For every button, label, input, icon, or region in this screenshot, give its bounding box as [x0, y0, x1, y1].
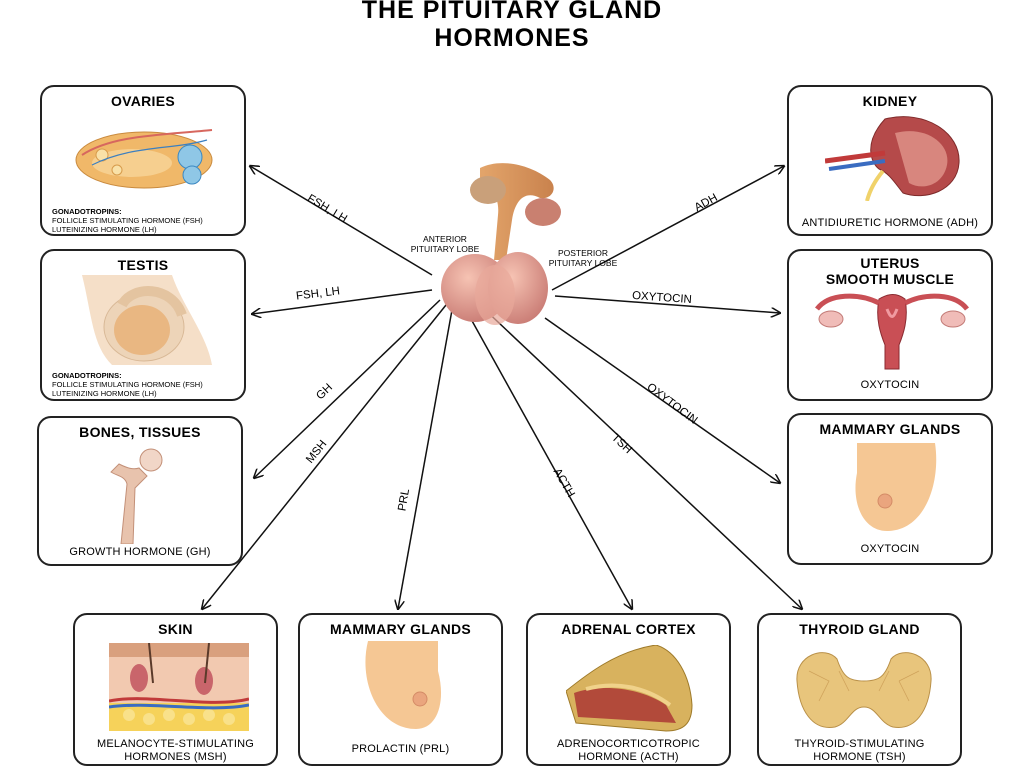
arrow-bones [254, 299, 441, 478]
uterus-title-line2: SMOOTH MUSCLE [825, 271, 955, 287]
testis-box: TESTIS GONADOTROPINS: FOLLICLE STIMULATI… [40, 249, 246, 401]
page-title-line1: THE PITUITARY GLAND [361, 0, 663, 24]
ovaries-box: OVARIES GONADOTROPINS: FOLLICLE STIMULAT… [40, 85, 246, 236]
skin-illustration [109, 643, 249, 731]
bones-title: BONES, TISSUES [79, 424, 201, 440]
testis-title: TESTIS [117, 257, 169, 273]
kidney-box: KIDNEY ANTIDIURETIC HORMONE (ADH) [787, 85, 993, 236]
pituitary-gland-illustration [441, 163, 561, 325]
kidney-title: KIDNEY [862, 93, 918, 109]
bones-caption: GROWTH HORMONE (GH) [69, 546, 211, 558]
bone-illustration [110, 448, 163, 544]
breast-illustration-right [855, 443, 937, 531]
arrow-kidney [551, 166, 784, 291]
breast-illustration-bottom [365, 641, 442, 729]
page-title-line2: HORMONES [434, 24, 590, 52]
testis-gonadotropins: GONADOTROPINS: FOLLICLE STIMULATING HORM… [52, 371, 203, 398]
kidney-caption: ANTIDIURETIC HORMONE (ADH) [801, 217, 979, 229]
posterior-lobe-label: POSTERIOR PITUITARY LOBE [548, 248, 618, 268]
ovaries-title: OVARIES [110, 93, 176, 109]
kidney-illustration [825, 116, 960, 201]
arrow-skin [202, 304, 447, 609]
ovaries-gonadotropins: GONADOTROPINS: FOLLICLE STIMULATING HORM… [52, 207, 203, 234]
adrenal-title: ADRENAL CORTEX [561, 621, 696, 637]
arrow-ovaries [250, 166, 433, 276]
mammary-bottom-title: MAMMARY GLANDS [329, 621, 472, 637]
arrow-mammary-right [544, 317, 780, 483]
mammary-right-box: MAMMARY GLANDS OXYTOCIN [787, 413, 993, 565]
mammary-right-caption: OXYTOCIN [860, 543, 920, 555]
arrow-thyroid [479, 304, 802, 609]
adrenal-illustration [566, 645, 693, 732]
mammary-bottom-box: MAMMARY GLANDS PROLACTIN (PRL) [298, 613, 503, 766]
arrow-adrenal [465, 309, 632, 609]
arrow-uterus [554, 295, 780, 313]
bones-box: BONES, TISSUES GROWTH HORMONE (GH) [37, 416, 243, 566]
thyroid-title: THYROID GLAND [799, 621, 920, 637]
uterus-box: UTERUS SMOOTH MUSCLE OXYTOCIN [787, 249, 993, 401]
arrow-mammary-bottom [398, 309, 453, 609]
mammary-right-title: MAMMARY GLANDS [819, 421, 961, 437]
uterus-title-line1: UTERUS [860, 255, 920, 271]
thyroid-illustration [796, 652, 932, 728]
mammary-bottom-caption: PROLACTIN (PRL) [351, 743, 450, 755]
uterus-caption: OXYTOCIN [860, 379, 920, 391]
testis-illustration [82, 275, 212, 365]
arrow-testis [252, 289, 433, 314]
uterus-illustration [815, 293, 969, 370]
skin-title: SKIN [158, 621, 193, 637]
ovary-illustration [75, 129, 213, 189]
anterior-lobe-label: ANTERIOR PITUITARY LOBE [410, 234, 480, 254]
